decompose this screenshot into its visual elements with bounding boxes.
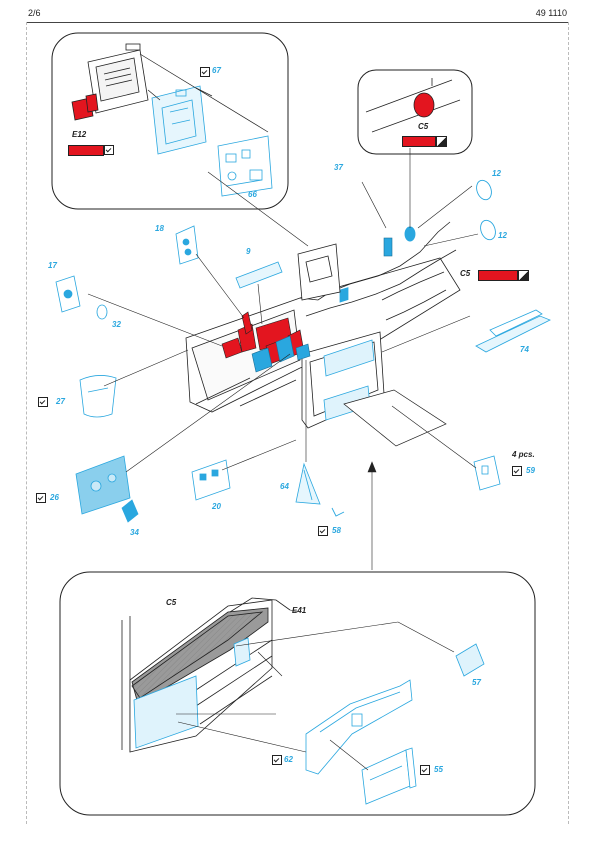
lower-blue-panels	[133, 637, 251, 749]
part-20	[191, 459, 231, 501]
part-17	[55, 275, 108, 320]
part-64	[295, 462, 321, 505]
leader-lines-bottom	[176, 609, 455, 771]
part-57	[455, 643, 485, 677]
part-12-rings	[404, 179, 496, 242]
label-e12: E12	[72, 130, 87, 139]
callout-top-left	[51, 32, 289, 210]
callout-top-right	[357, 69, 473, 155]
label-57: 57	[472, 678, 481, 687]
label-17: 17	[48, 261, 57, 270]
part-67-bend-icon	[200, 67, 210, 77]
part-e12-assembly	[71, 43, 149, 121]
label-18: 18	[155, 224, 164, 233]
part-59-bend-icon	[512, 466, 522, 476]
page-number: 2/6	[28, 8, 41, 18]
label-20: 20	[212, 502, 221, 511]
part-37-frame	[297, 243, 341, 301]
e12-color-chip	[68, 145, 104, 156]
right-margin	[568, 22, 569, 824]
label-4-pcs: 4 pcs.	[512, 450, 535, 459]
part-55-bend-icon	[420, 765, 430, 775]
label-12-upper: 12	[492, 169, 501, 178]
c5-top-gloss-icon	[436, 136, 447, 147]
part-62	[305, 679, 413, 775]
label-62: 62	[284, 755, 293, 764]
label-27: 27	[56, 397, 65, 406]
c5-mid-gloss-icon	[518, 270, 529, 281]
part-74-strip	[475, 309, 551, 353]
label-34: 34	[130, 528, 139, 537]
label-32: 32	[112, 320, 121, 329]
left-margin	[26, 22, 27, 824]
e12-flat-icon	[104, 145, 114, 155]
label-74: 74	[520, 345, 529, 354]
part-18	[175, 225, 199, 265]
part-55	[361, 747, 417, 805]
label-67: 67	[212, 66, 221, 75]
part-58	[331, 507, 345, 517]
label-66: 66	[248, 190, 257, 199]
blue-panels	[251, 237, 393, 373]
leader-lines-top-left	[139, 53, 269, 133]
part-26-bend-icon	[36, 493, 46, 503]
part-9	[235, 261, 283, 289]
label-c5-bottom: C5	[166, 598, 177, 607]
part-c5-detail	[365, 78, 461, 133]
label-12-lower: 12	[498, 231, 507, 240]
part-66	[217, 135, 273, 197]
floor-plate	[343, 389, 447, 447]
label-55: 55	[434, 765, 443, 774]
part-59-small	[473, 455, 501, 491]
label-58: 58	[332, 526, 341, 535]
c5-mid-color-chip	[478, 270, 518, 281]
label-c5-mid: C5	[460, 269, 471, 278]
label-c5-top: C5	[418, 122, 429, 131]
leader-lines-main	[87, 148, 479, 570]
c5-top-color-chip	[402, 136, 436, 147]
label-64: 64	[280, 482, 289, 491]
top-rule	[26, 22, 569, 23]
label-26: 26	[50, 493, 59, 502]
label-9: 9	[246, 247, 251, 256]
callout-bottom	[59, 571, 536, 816]
label-37: 37	[334, 163, 343, 172]
part-26	[75, 455, 131, 515]
part-67	[151, 85, 207, 155]
part-58-bend-icon	[318, 526, 328, 536]
part-62-bend-icon	[272, 755, 282, 765]
part-27	[79, 375, 117, 418]
part-34	[121, 499, 139, 523]
label-e41: E41	[292, 606, 307, 615]
label-59: 59	[526, 466, 535, 475]
kit-code: 49 1110	[535, 8, 567, 18]
part-27-bend-icon	[38, 397, 48, 407]
